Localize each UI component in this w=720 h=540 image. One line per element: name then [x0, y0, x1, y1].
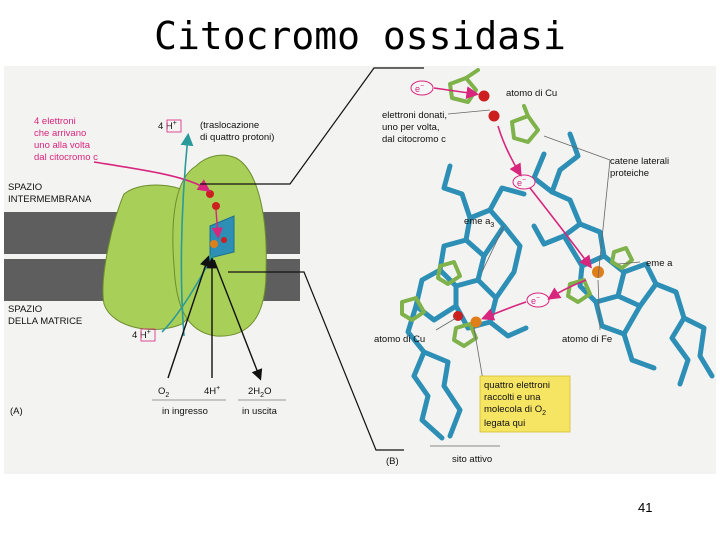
heme-a3-label: eme a3 [464, 216, 494, 229]
electron-flow-1 [433, 86, 480, 99]
zoom-connectors [200, 67, 424, 451]
o2-input-arrow [167, 255, 211, 379]
protein-side-chains [400, 68, 634, 348]
panel-a: 4 elettroni che arrivano uno alla volta … [4, 116, 300, 417]
water-label: 2H2O [248, 386, 271, 399]
active-site-callout: quattro elettroni raccolti e una molecol… [479, 375, 571, 433]
leader-lines [430, 109, 641, 447]
donated-electrons-label: elettroni donati, uno per volta, dal cit… [382, 110, 450, 145]
fe-atom-a [210, 240, 218, 248]
panel-b: e− e− e− atomo di Cu [374, 68, 715, 467]
out-label: in uscita [242, 406, 278, 417]
translocation-label: (traslocazione di quattro protoni) [200, 120, 274, 143]
svg-text:e−: e− [415, 83, 424, 94]
proton-top-label: 4 H+ [158, 120, 177, 132]
proton-translocation-arrow [180, 132, 194, 337]
in-label: in ingresso [162, 406, 208, 417]
fe-atom-heme-a [592, 266, 604, 278]
electron-flow-4 [547, 279, 587, 300]
slide-title: Citocromo ossidasi [154, 14, 566, 58]
electrons-label: 4 elettroni che arrivano uno alla volta … [34, 116, 98, 163]
fe-atom-label: atomo di Fe [562, 334, 612, 345]
heme-a-label: eme a [646, 258, 673, 269]
electron-flow-5 [481, 301, 527, 321]
cu-atom-a [206, 190, 214, 198]
panel-a-tag: (A) [10, 406, 23, 417]
electron-flow-2 [497, 125, 522, 177]
svg-text:e−: e− [517, 177, 526, 188]
page-number: 41 [638, 500, 653, 515]
electron-symbol-2: e− [512, 174, 536, 190]
electron-flow-3 [529, 187, 592, 269]
electron-path-inner [211, 209, 223, 239]
electron-symbol-1: e− [410, 80, 434, 96]
figure-svg: 4 elettroni che arrivano uno alla volta … [4, 67, 715, 467]
electron-symbol-3: e− [526, 292, 550, 308]
intermembrane-label: SPAZIO INTERMEMBRANA [8, 182, 92, 205]
proton-top-box [166, 119, 182, 133]
electron-path-arrow [93, 161, 211, 192]
active-site-label: sito attivo [452, 454, 492, 465]
heme-a-structure [531, 131, 715, 387]
cu-atom-active [453, 311, 463, 321]
h-label: 4H+ [204, 385, 220, 397]
svg-text:quattro elettroni racc: quattro elettroni raccolti e una molecol… [484, 380, 553, 429]
matrix-label: SPAZIO DELLA MATRICE [8, 304, 82, 327]
cu-atom-label-active: atomo di Cu [374, 334, 425, 345]
svg-text:e−: e− [531, 295, 540, 306]
cu-atom-c [221, 237, 227, 243]
cu-atom-b [212, 202, 220, 210]
cu-atom-top-1 [478, 90, 490, 102]
water-output-arrow [213, 259, 263, 381]
cu-atom-top-2 [488, 110, 500, 122]
panel-b-tag: (B) [386, 456, 399, 467]
fe-atom-heme-a3 [470, 316, 482, 328]
cytochrome-oxidase-figure: 4 elettroni che arrivano uno alla volta … [4, 66, 716, 474]
side-chains-label: catene laterali proteiche [610, 156, 672, 179]
cu-atom-label-top: atomo di Cu [506, 88, 557, 99]
o2-label: O2 [158, 386, 169, 399]
proton-bottom-label: 4 H+ [132, 329, 151, 341]
proton-bottom-box [140, 328, 156, 342]
